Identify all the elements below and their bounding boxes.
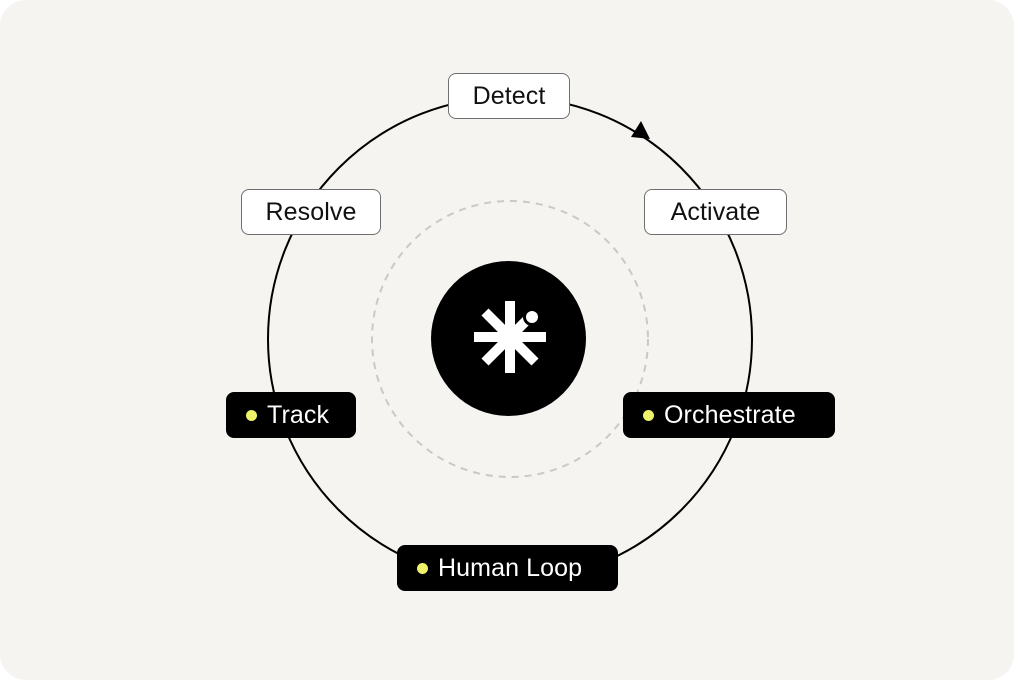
step-label: Human Loop	[438, 553, 583, 582]
step-label: Activate	[670, 197, 761, 226]
center-hub	[431, 261, 586, 416]
step-track[interactable]: Track	[226, 392, 356, 438]
step-label: Detect	[472, 81, 546, 110]
active-dot-icon	[643, 409, 654, 421]
inner-dashed-ring	[371, 200, 649, 478]
asterisk-logo-icon	[474, 301, 546, 373]
step-resolve[interactable]: Resolve	[241, 189, 381, 235]
step-orchestrate[interactable]: Orchestrate	[623, 392, 835, 438]
step-activate[interactable]: Activate	[644, 189, 787, 235]
step-label: Resolve	[265, 197, 357, 226]
active-dot-icon	[417, 562, 428, 574]
active-dot-icon	[246, 409, 257, 421]
step-label: Track	[267, 400, 330, 429]
step-detect[interactable]: Detect	[448, 73, 570, 119]
step-human-loop[interactable]: Human Loop	[397, 545, 618, 591]
step-label: Orchestrate	[664, 400, 796, 429]
flow-direction-arrow-icon	[631, 121, 650, 139]
